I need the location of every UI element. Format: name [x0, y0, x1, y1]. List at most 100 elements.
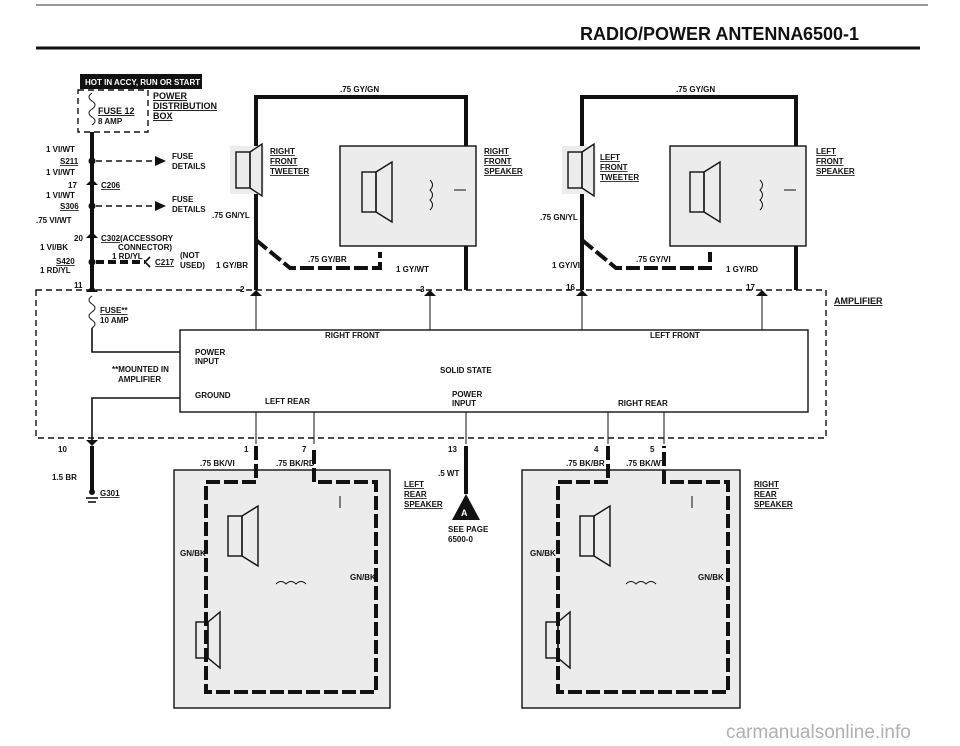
- fuse-details-1-arrow: [155, 156, 166, 166]
- not-used-b: USED): [180, 261, 205, 270]
- rr-woofer-cone: [557, 610, 571, 670]
- rf-speaker-cone: [375, 160, 393, 224]
- wt-label: .5 WT: [438, 469, 459, 478]
- pin-2: 2: [240, 285, 245, 294]
- lf-speaker-box: [669, 145, 807, 247]
- amp-fuse-symbol: [88, 295, 96, 329]
- lr-gn-bk-label-1: GN/BK: [180, 549, 206, 558]
- rf-gy-gn-label: .75 GY/GN: [340, 85, 379, 94]
- power-input-left-b: INPUT: [195, 357, 219, 366]
- power-input-center-b: INPUT: [452, 399, 476, 408]
- rf-gn-yl-label: .75 GN/YL: [212, 211, 250, 220]
- wire-label-vi-bk: 1 VI/BK: [40, 243, 68, 252]
- lr-speaker-wire: [204, 446, 378, 694]
- fuse-details-2-b: DETAILS: [172, 205, 206, 214]
- ground-label: GROUND: [195, 391, 231, 400]
- solid-state-label: SOLID STATE: [440, 366, 492, 375]
- lf-gy-rd-label: 1 GY/RD: [726, 265, 758, 274]
- rr-speaker-cone: [593, 504, 611, 568]
- rf-gy-br-label-2: .75 GY/BR: [308, 255, 347, 264]
- lf-speaker-label-3: SPEAKER: [816, 167, 855, 176]
- splice-s420: S420: [56, 257, 75, 266]
- pin-13: 13: [448, 445, 457, 454]
- g301-label: G301: [100, 489, 120, 498]
- lr-speaker-box: [173, 469, 391, 709]
- rf-tweeter-cone: [249, 142, 263, 198]
- right-rear-label: RIGHT REAR: [618, 399, 668, 408]
- bk-br-label: .75 BK/BR: [566, 459, 605, 468]
- connector-a-letter: A: [461, 508, 468, 518]
- rr-gn-bk-label-1: GN/BK: [530, 549, 556, 558]
- pin-16-connector: [576, 290, 588, 296]
- hot-banner-text: HOT IN ACCY, RUN OR START: [85, 78, 200, 87]
- splice-s306: S306: [60, 202, 79, 211]
- lr-speaker-label-1: LEFT: [404, 480, 424, 489]
- c302-connector: [86, 232, 98, 238]
- fuse-details-1-a: FUSE: [172, 152, 194, 161]
- see-page-b: 6500-0: [448, 535, 473, 544]
- wire-label-vi-wt-1: 1 VI/WT: [46, 145, 75, 154]
- amplifier-outline: [35, 289, 827, 439]
- lf-tweeter-label-2: FRONT: [600, 163, 628, 172]
- lf-speaker-label-1: LEFT: [816, 147, 836, 156]
- fuse-details-2-arrow: [155, 201, 166, 211]
- rf-speaker-box: [339, 145, 477, 247]
- accessory-connector-b: CONNECTOR): [118, 243, 172, 252]
- pin-11: 11: [74, 281, 83, 290]
- g301-dot: [89, 489, 95, 495]
- splice-s211: S211: [60, 157, 79, 166]
- c302-label: C302: [101, 234, 121, 243]
- connector-a-symbol: [452, 494, 480, 520]
- pin-4: 4: [594, 445, 599, 454]
- right-front-label: RIGHT FRONT: [325, 331, 380, 340]
- rr-speaker-label-1: RIGHT: [754, 480, 779, 489]
- hot-banner: [80, 74, 202, 89]
- accessory-connector-a: (ACCESSORY: [120, 234, 174, 243]
- power-input-left-a: POWER: [195, 348, 225, 357]
- rf-tweeter-label-1: RIGHT: [270, 147, 295, 156]
- pin-16: 16: [566, 283, 575, 292]
- rf-tweeter-shade: [230, 146, 264, 194]
- lf-speaker-label-2: FRONT: [816, 157, 844, 166]
- rr-gn-bk-label-2: GN/BK: [698, 573, 724, 582]
- rr-speaker-wire: [556, 446, 730, 694]
- fuse-details-1-b: DETAILS: [172, 162, 206, 171]
- lr-speaker-shade: [174, 470, 390, 708]
- fuse12-symbol: [88, 92, 96, 126]
- rf-tweeter-label-3: TWEETER: [270, 167, 309, 176]
- amp-fuse-label: FUSE**: [100, 306, 128, 315]
- c217-connector: [143, 256, 151, 268]
- pin-17-connector: [756, 290, 768, 296]
- bk-rd-label: .75 BK/RD: [276, 459, 315, 468]
- pin-3: 3: [420, 285, 425, 294]
- mounted-in-a: **MOUNTED IN: [112, 365, 169, 374]
- rf-speaker-shade: [340, 146, 476, 246]
- lf-gn-yl-label: .75 GN/YL: [540, 213, 578, 222]
- pin-11-connector: [86, 286, 98, 292]
- ground-wire-label: 1.5 BR: [52, 473, 77, 482]
- pin-2-connector: [250, 290, 262, 296]
- power-input-center-a: POWER: [452, 390, 482, 399]
- c206-label: C206: [101, 181, 121, 190]
- pin-3-connector: [424, 290, 436, 296]
- lr-speaker-cone: [241, 504, 259, 568]
- power-dist-label-1: POWER: [153, 91, 188, 101]
- power-dist-label-2: DISTRIBUTION: [153, 101, 217, 111]
- power-distribution-box: [77, 89, 149, 133]
- lr-speaker-label-3: SPEAKER: [404, 500, 443, 509]
- bk-wt-label: .75 BK/WT: [626, 459, 666, 468]
- wire-label-rd-yl: 1 RD/YL: [40, 266, 71, 275]
- lf-speaker-coil: [759, 179, 763, 211]
- pin-10-connector: [86, 440, 98, 446]
- splice-s420-dot: [88, 258, 96, 266]
- wire-label-vi-wt-3: 1 VI/WT: [46, 191, 75, 200]
- c217-label: C217: [155, 258, 175, 267]
- pin-1: 1: [244, 445, 249, 454]
- lf-tweeter-shade: [562, 146, 596, 194]
- left-front-label: LEFT FRONT: [650, 331, 700, 340]
- lf-gy-vi-wire: [580, 238, 712, 270]
- lf-tweeter-cone: [581, 142, 595, 198]
- mounted-in-b: AMPLIFIER: [118, 375, 161, 384]
- lr-speaker-label-2: REAR: [404, 490, 427, 499]
